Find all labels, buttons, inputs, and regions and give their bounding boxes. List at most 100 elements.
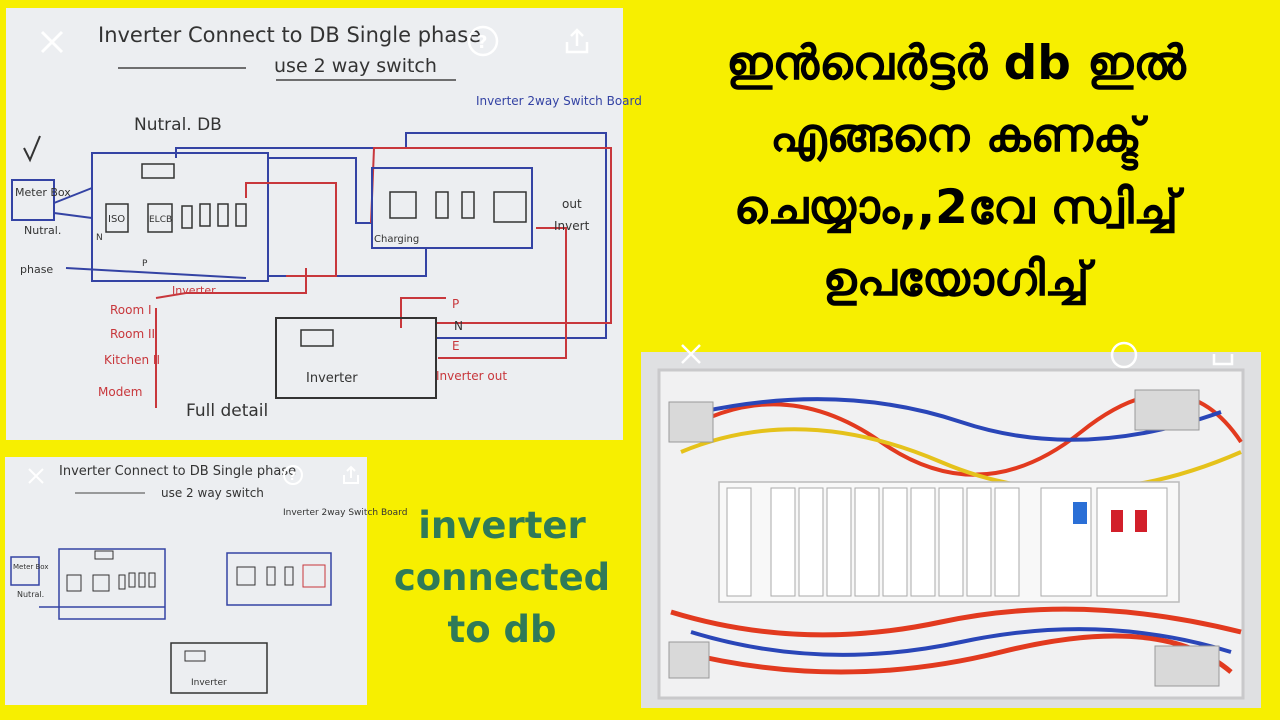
headline-line-1: ഇൻവെർട്ടർ db ഇൽ [726,36,1186,91]
neutral-link [141,163,175,179]
caption: inverter connected to db [378,500,626,656]
share-icon[interactable] [1209,340,1237,368]
room2-label: Room II [110,327,155,341]
inverter-box-label: Inverter [306,371,358,386]
inverter-wire-label: Inverter. [172,284,218,297]
inverter-display [300,329,334,347]
small-inverter-label: Inverter [191,678,227,688]
small-mcb-3 [138,572,146,588]
blue-wires-2 [268,157,427,277]
breaker-9 [966,487,992,597]
wire-red-3 [680,633,1233,675]
elcb-switch [147,203,173,233]
out-label: out [562,197,582,211]
meter-box-label: Meter Box [15,186,71,199]
bracket-bottom-right [1154,645,1220,687]
small-inverter-display [184,650,206,662]
breaker-5 [854,487,880,597]
switch-board-label: Inverter 2way Switch Board [476,94,642,108]
charging-label: Charging [374,234,419,245]
invert-label: Invert [554,219,590,233]
inverter-box [275,317,437,399]
small-meter-box [10,556,40,586]
isolator-toggle-1 [1111,510,1123,532]
wiring-diagram-drawing: Inverter Connect to DB Single phase use … [11,23,642,421]
help-icon[interactable] [1109,340,1139,370]
db-n-label: N [96,233,103,243]
headline-line-2: എങ്ങനെ കണക്ട് [770,108,1142,163]
close-icon[interactable] [677,340,705,368]
small-switch-board [226,552,332,606]
caption-line-3: to db [447,608,557,651]
diagram-subtitle: use 2 way switch [274,55,437,77]
share-icon[interactable] [339,463,363,487]
breaker-6 [882,487,908,597]
mcb-2 [199,203,211,227]
small-switch-3 [284,566,294,586]
breaker-8 [938,487,964,597]
pne-n: N [454,319,463,333]
small-mcb-1 [118,574,126,590]
inverter-out-label: Inverter out [436,369,507,383]
headline-line-3: ചെയ്യാം,,2വേ സ്വിച്ച് [733,180,1179,235]
tick-mark [23,135,41,163]
small-elcb [92,574,110,592]
help-icon[interactable]: ? [281,463,305,487]
small-switch-1 [236,566,256,586]
headline: ഇൻവെർട്ടർ db ഇൽ എങ്ങനെ കണക്ട് ചെയ്യാം,,2… [642,28,1270,316]
mcb-1 [181,205,193,229]
small-neutral-link [94,550,114,560]
mcb-3 [217,203,229,227]
iso-switch [105,203,129,233]
db-p-label: P [142,259,148,269]
close-icon[interactable] [36,26,68,58]
share-icon[interactable] [560,24,594,58]
small-nutral-label: Nutral. [17,590,44,599]
small-meter-label: Meter Box [13,563,49,571]
elcb-label: ELCB [149,215,172,225]
small-iso [66,574,82,592]
db-photo-drawing [641,352,1261,708]
pne-e: E [452,339,460,353]
headline-line-4: ഉപയോഗിച്ച് [822,252,1090,307]
small-switch-4 [302,564,326,588]
bracket-top-right [1134,389,1200,431]
wire-blue-2 [690,627,1232,657]
small-subtitle: use 2 way switch [161,486,264,500]
caption-line-2: connected [393,556,611,599]
diagram-title: Inverter Connect to DB Single phase [98,23,481,47]
blue-wires [53,132,607,339]
wiring-diagram-main: Inverter Connect to DB Single phase use … [6,8,642,440]
kitchen-label: Kitchen II [104,353,160,367]
pne-p: P [452,297,459,311]
caption-line-1: inverter [418,504,586,547]
iso-label: ISO [108,214,125,225]
db-photo [641,341,1261,708]
close-icon[interactable] [25,465,47,487]
bracket-bottom-left [668,641,710,679]
small-mcb-4 [148,572,156,588]
main-isolator [1096,487,1168,597]
small-db-box [58,548,166,620]
switch-1 [389,191,417,219]
small-title: Inverter Connect to DB Single phase [59,464,296,479]
breaker-10 [994,487,1020,597]
switch-board [371,167,533,249]
small-switch-board-label: Inverter 2way Switch Board [283,508,407,518]
nutral-label: Nutral. [24,224,61,237]
switch-2 [435,191,449,219]
room1-label: Room I [110,303,152,317]
mcb-4 [235,203,247,227]
wire-red-2 [670,606,1242,638]
wiring-diagram-small: Inverter Connect to DB Single phase use … [5,457,407,705]
help-icon[interactable]: ? [466,24,500,58]
rccb-toggle [1073,502,1087,524]
breaker-4 [826,487,852,597]
switch-3 [461,191,475,219]
small-mcb-2 [128,572,136,588]
switch-4 [493,191,527,223]
db-label: Nutral. DB [134,115,222,135]
modem-label: Modem [98,385,142,399]
full-detail-label: Full detail [186,401,268,421]
breaker-1 [726,487,752,597]
